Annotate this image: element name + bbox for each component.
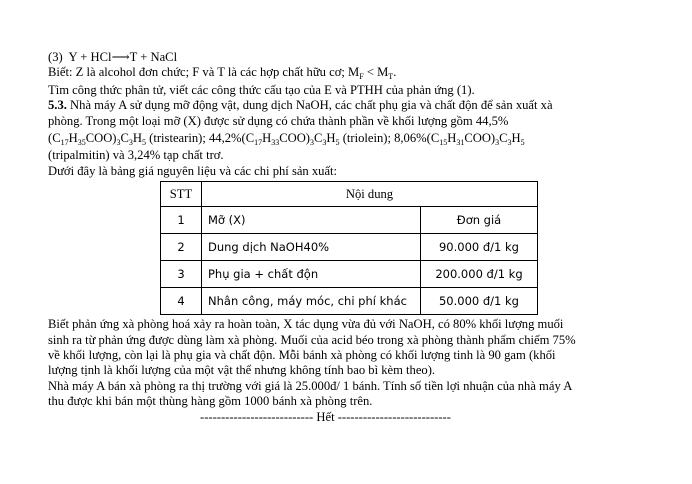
paragraph-line: lượng tịnh là khối lượng của một vật thể… <box>48 363 436 378</box>
given-line: Biết: Z là alcohol đơn chức; F và T là c… <box>48 65 397 82</box>
question-5-3-line-5: Dưới đây là bảng giá nguyên liệu và các … <box>48 163 338 178</box>
paragraph-line: sinh ra từ phản ứng được dùng làm xà phò… <box>48 332 576 347</box>
molar-mass-t: MT <box>377 65 394 82</box>
question-5-3-line-2: phòng. Trong một loại mỡ (X) được sử dụn… <box>48 113 509 128</box>
task-1: Tìm công thức phân tử, viết các công thứ… <box>48 82 475 97</box>
table-row: 2 Dung dịch NaOH40% 90.000 đ/1 kg <box>160 233 538 262</box>
formula-line: (C17H35COO)3C3H5 (tristearin); 44,2%(C17… <box>48 131 525 148</box>
reaction-3: (3) Y + HCl⟶T + NaCl <box>48 50 648 65</box>
formula-tripalmitin: (C15H31COO)3C3H5 <box>426 131 525 148</box>
reaction-lhs: Y + HCl <box>68 50 112 64</box>
table-row: 1 Mỡ (X) Đơn giá <box>160 206 538 235</box>
less-than: < <box>366 65 374 80</box>
paragraph-line: về khối lượng, còn lại là phụ gia và chấ… <box>48 348 556 363</box>
paragraph-line: Biết phản ứng xà phòng hoá xảy ra hoàn t… <box>48 317 564 332</box>
formula-triolein: (C17H33COO)3C3H5 <box>241 131 340 148</box>
table-row: 3 Phụ gia + chất độn 200.000 đ/1 kg <box>160 260 538 289</box>
table-row: 4 Nhân công, máy móc, chi phí khác 50.00… <box>160 287 538 316</box>
reaction-number: (3) <box>48 50 63 64</box>
paragraph-line: Nhà máy A bán xà phòng ra thị trường với… <box>48 378 573 393</box>
cost-table: STT Nội dung 1 Mỡ (X) Đơn giá 2 Dung dịc… <box>160 181 538 316</box>
formula-tristearin: (C17H35COO)3C3H5 <box>48 131 147 148</box>
question-5-3-line-4: (tripalmitin) và 3,24% tạp chất trơ. <box>48 148 224 163</box>
reaction-rhs: T + NaCl <box>129 50 178 64</box>
question-5-3-line-1: 5.3. Nhà máy A sử dụng mỡ động vật, dung… <box>48 98 553 113</box>
end-marker: --------------------------- Hết --------… <box>200 409 451 424</box>
paragraph-line: thu được khi bán một thùng hàng gồm 1000… <box>48 394 373 409</box>
given-text: Biết: Z là alcohol đơn chức; F và T là c… <box>48 65 345 80</box>
question-label: 5.3. <box>48 98 67 113</box>
molar-mass-f: MF <box>348 65 364 82</box>
document-page: (3) Y + HCl⟶T + NaCl Biết: Z là alcohol … <box>48 50 648 425</box>
table-header-stt: STT <box>160 181 202 208</box>
table-header-row: STT Nội dung <box>160 181 538 208</box>
table-header-content: Nội dung <box>201 181 538 208</box>
reaction-arrow: ⟶ <box>111 50 130 64</box>
